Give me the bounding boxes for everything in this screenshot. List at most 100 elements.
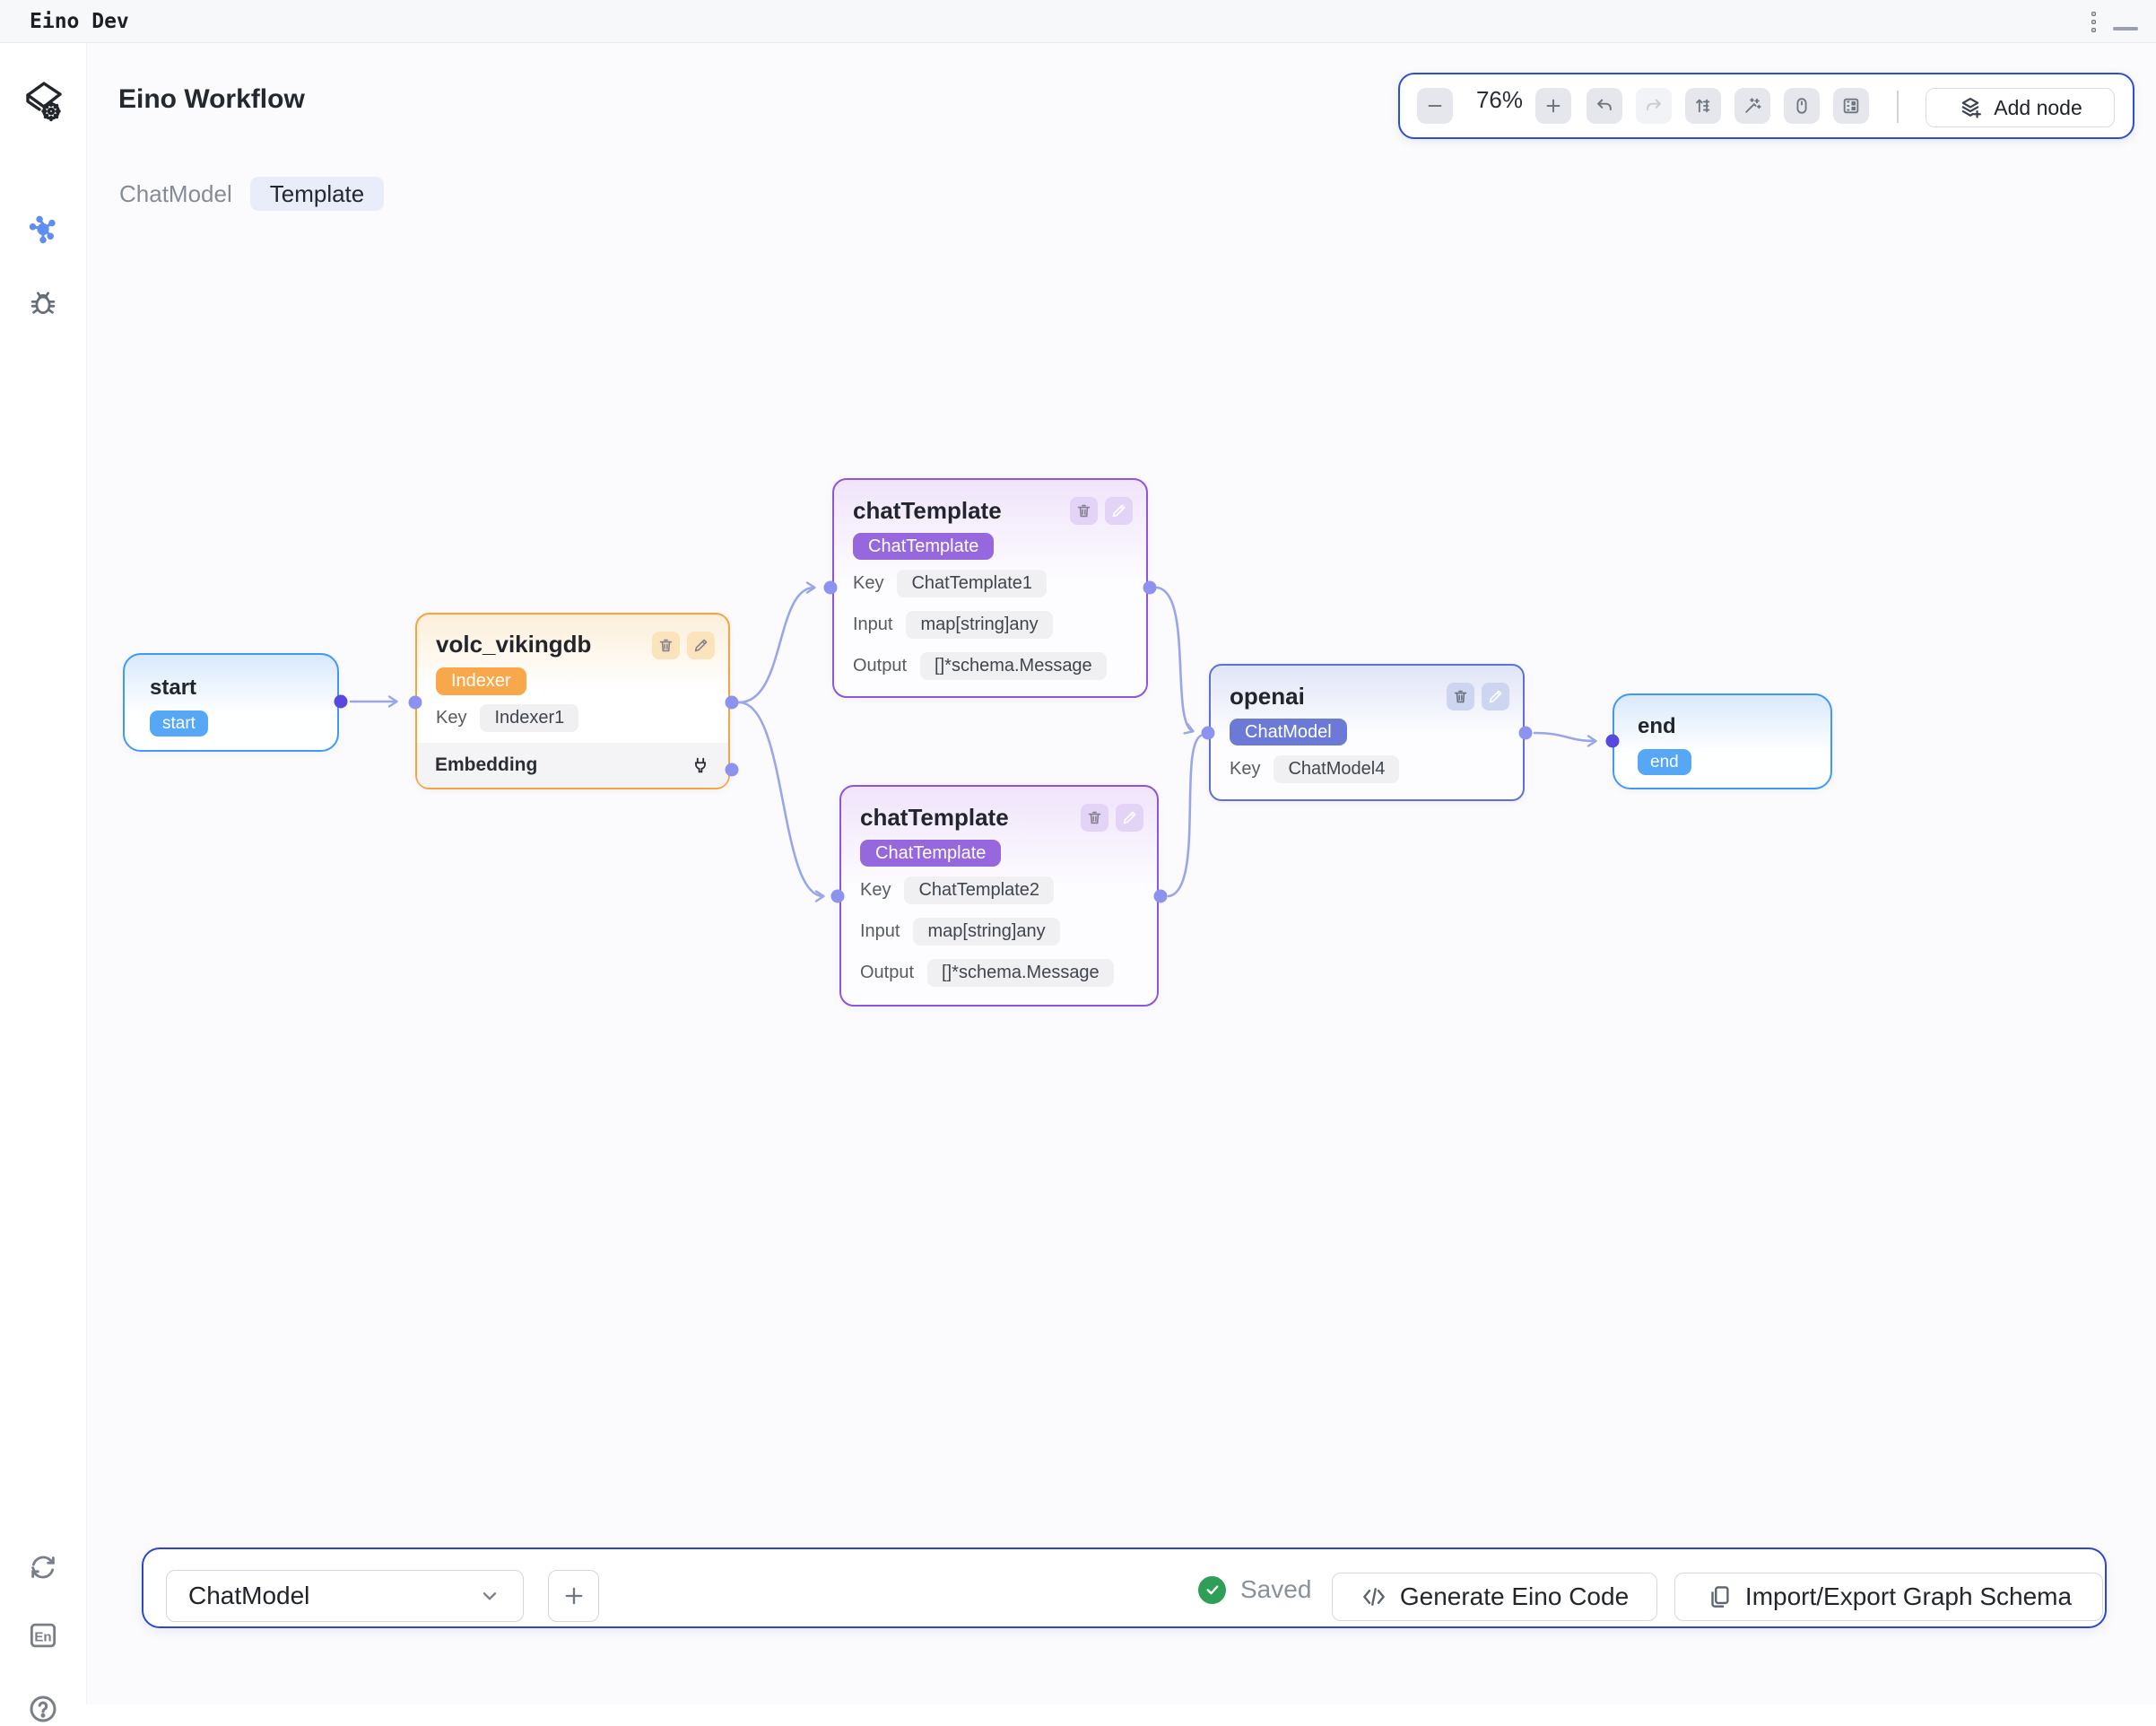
row-value: []*schema.Message — [920, 652, 1107, 680]
edge-chattemplate1-to-openai[interactable] — [1155, 586, 1195, 735]
row-label: Key — [860, 880, 891, 900]
node-title: start — [150, 676, 197, 700]
delete-node-button[interactable] — [652, 632, 680, 659]
help-icon[interactable] — [26, 1692, 60, 1726]
edit-node-button[interactable] — [687, 632, 715, 659]
sidebar-item-debug-bug-icon[interactable] — [28, 287, 58, 318]
node-title: volc_vikingdb — [436, 631, 592, 658]
language-en-icon[interactable]: En — [26, 1618, 60, 1652]
zoom-level: 76% — [1475, 86, 1524, 113]
port-chattemplate2-in[interactable] — [830, 889, 845, 903]
delete-node-button[interactable] — [1081, 804, 1108, 832]
row-value: ChatTemplate2 — [904, 876, 1054, 904]
node-end[interactable]: end end — [1613, 693, 1832, 789]
delete-node-button[interactable] — [1070, 497, 1098, 525]
port-end-in[interactable] — [1605, 734, 1620, 748]
node-title: chatTemplate — [860, 804, 1009, 831]
node-title: chatTemplate — [853, 497, 1002, 524]
port-chattemplate1-in[interactable] — [823, 580, 838, 595]
key-value: Indexer1 — [480, 704, 579, 732]
magic-wand-icon[interactable] — [1734, 88, 1770, 124]
zoom-out-button[interactable] — [1417, 88, 1453, 124]
mouse-mode-icon[interactable] — [1784, 88, 1820, 124]
trash-icon — [1454, 690, 1467, 703]
edge-openai-to-end[interactable] — [1533, 731, 1597, 747]
pencil-icon — [1123, 811, 1136, 824]
edge-volc-to-chattemplate2[interactable] — [737, 701, 825, 902]
edit-node-button[interactable] — [1116, 804, 1143, 832]
port-volc-in[interactable] — [408, 695, 422, 710]
window-minimize-icon[interactable] — [2113, 27, 2138, 31]
node-volc-vikingdb[interactable]: volc_vikingdb Indexer Key Indexer1 Embed… — [415, 613, 730, 789]
edge-volc-to-chattemplate1[interactable] — [737, 581, 816, 704]
edge-chattemplate2-to-openai[interactable] — [1167, 734, 1203, 898]
saved-check-icon — [1198, 1575, 1226, 1604]
sidebar: En — [0, 43, 87, 1722]
edit-node-button[interactable] — [1105, 497, 1133, 525]
app-title: Eino Dev — [30, 10, 129, 33]
port-chattemplate2-out[interactable] — [1153, 889, 1168, 903]
chevron-down-icon — [482, 1592, 497, 1600]
node-title: openai — [1230, 683, 1305, 710]
port-openai-out[interactable] — [1518, 726, 1533, 740]
import-export-button[interactable]: Import/Export Graph Schema — [1674, 1573, 2103, 1621]
add-graph-button[interactable] — [548, 1570, 599, 1622]
trash-icon — [659, 639, 673, 652]
add-node-label: Add node — [1994, 95, 2082, 119]
svg-text:En: En — [34, 1629, 51, 1644]
trash-icon — [1077, 504, 1091, 518]
key-label: Key — [1230, 759, 1261, 779]
redo-button[interactable] — [1636, 88, 1672, 124]
footer-bar: ChatModel Saved Generate Eino Code Impor… — [142, 1547, 2107, 1628]
row-value: []*schema.Message — [927, 959, 1114, 987]
undo-button[interactable] — [1587, 88, 1622, 124]
row-value: map[string]any — [913, 918, 1060, 946]
auto-layout-icon[interactable] — [1685, 88, 1721, 124]
refresh-icon[interactable] — [28, 1552, 58, 1582]
sidebar-item-workflow-graph-icon[interactable] — [27, 214, 59, 247]
generate-code-button[interactable]: Generate Eino Code — [1332, 1573, 1657, 1621]
window-menu-icon[interactable] — [2091, 12, 2097, 36]
row-label: Output — [860, 963, 915, 982]
breadcrumb-graph-name[interactable]: ChatModel — [119, 179, 232, 207]
node-type-badge: ChatTemplate — [860, 840, 1002, 867]
code-icon — [1363, 1588, 1385, 1606]
slot-label: Embedding — [435, 754, 538, 775]
node-chattemplate-2[interactable]: chatTemplate ChatTemplate Key ChatTempla… — [839, 785, 1159, 1007]
node-type-badge: ChatModel — [1230, 719, 1347, 745]
tab-template[interactable]: Template — [249, 177, 385, 211]
port-volc-embedding[interactable] — [725, 763, 739, 777]
port-volc-out[interactable] — [725, 695, 739, 710]
node-chattemplate-1[interactable]: chatTemplate ChatTemplate Key ChatTempla… — [832, 478, 1148, 698]
node-type-badge: end — [1638, 749, 1691, 775]
zoom-in-button[interactable] — [1535, 88, 1571, 124]
key-label: Key — [436, 708, 467, 728]
graph-select[interactable]: ChatModel — [166, 1570, 524, 1622]
row-label: Key — [853, 573, 884, 593]
edit-node-button[interactable] — [1482, 683, 1509, 710]
port-openai-in[interactable] — [1201, 726, 1215, 740]
plus-icon — [565, 1587, 582, 1605]
delete-node-button[interactable] — [1447, 683, 1474, 710]
embedding-slot[interactable]: Embedding — [417, 743, 728, 788]
generate-code-label: Generate Eino Code — [1399, 1582, 1630, 1610]
node-type-badge: ChatTemplate — [853, 533, 995, 560]
breadcrumb: ChatModel Template — [119, 177, 385, 211]
saved-label: Saved — [1240, 1575, 1312, 1603]
file-copy-icon — [1711, 1586, 1729, 1608]
import-export-label: Import/Export Graph Schema — [1744, 1582, 2073, 1610]
plug-icon — [695, 757, 706, 773]
port-start-out[interactable] — [334, 694, 348, 709]
save-status: Saved — [1198, 1549, 1311, 1630]
row-value: map[string]any — [906, 611, 1053, 639]
toolbar-divider — [1897, 91, 1899, 123]
pencil-icon — [1489, 690, 1502, 703]
port-chattemplate1-out[interactable] — [1143, 580, 1157, 595]
minimap-icon[interactable] — [1833, 88, 1869, 124]
eino-logo-icon[interactable] — [22, 79, 66, 126]
add-node-button[interactable]: Add node — [1926, 88, 2115, 127]
node-openai[interactable]: openai ChatModel Key ChatModel4 — [1209, 664, 1525, 801]
node-start[interactable]: start start — [123, 653, 339, 752]
